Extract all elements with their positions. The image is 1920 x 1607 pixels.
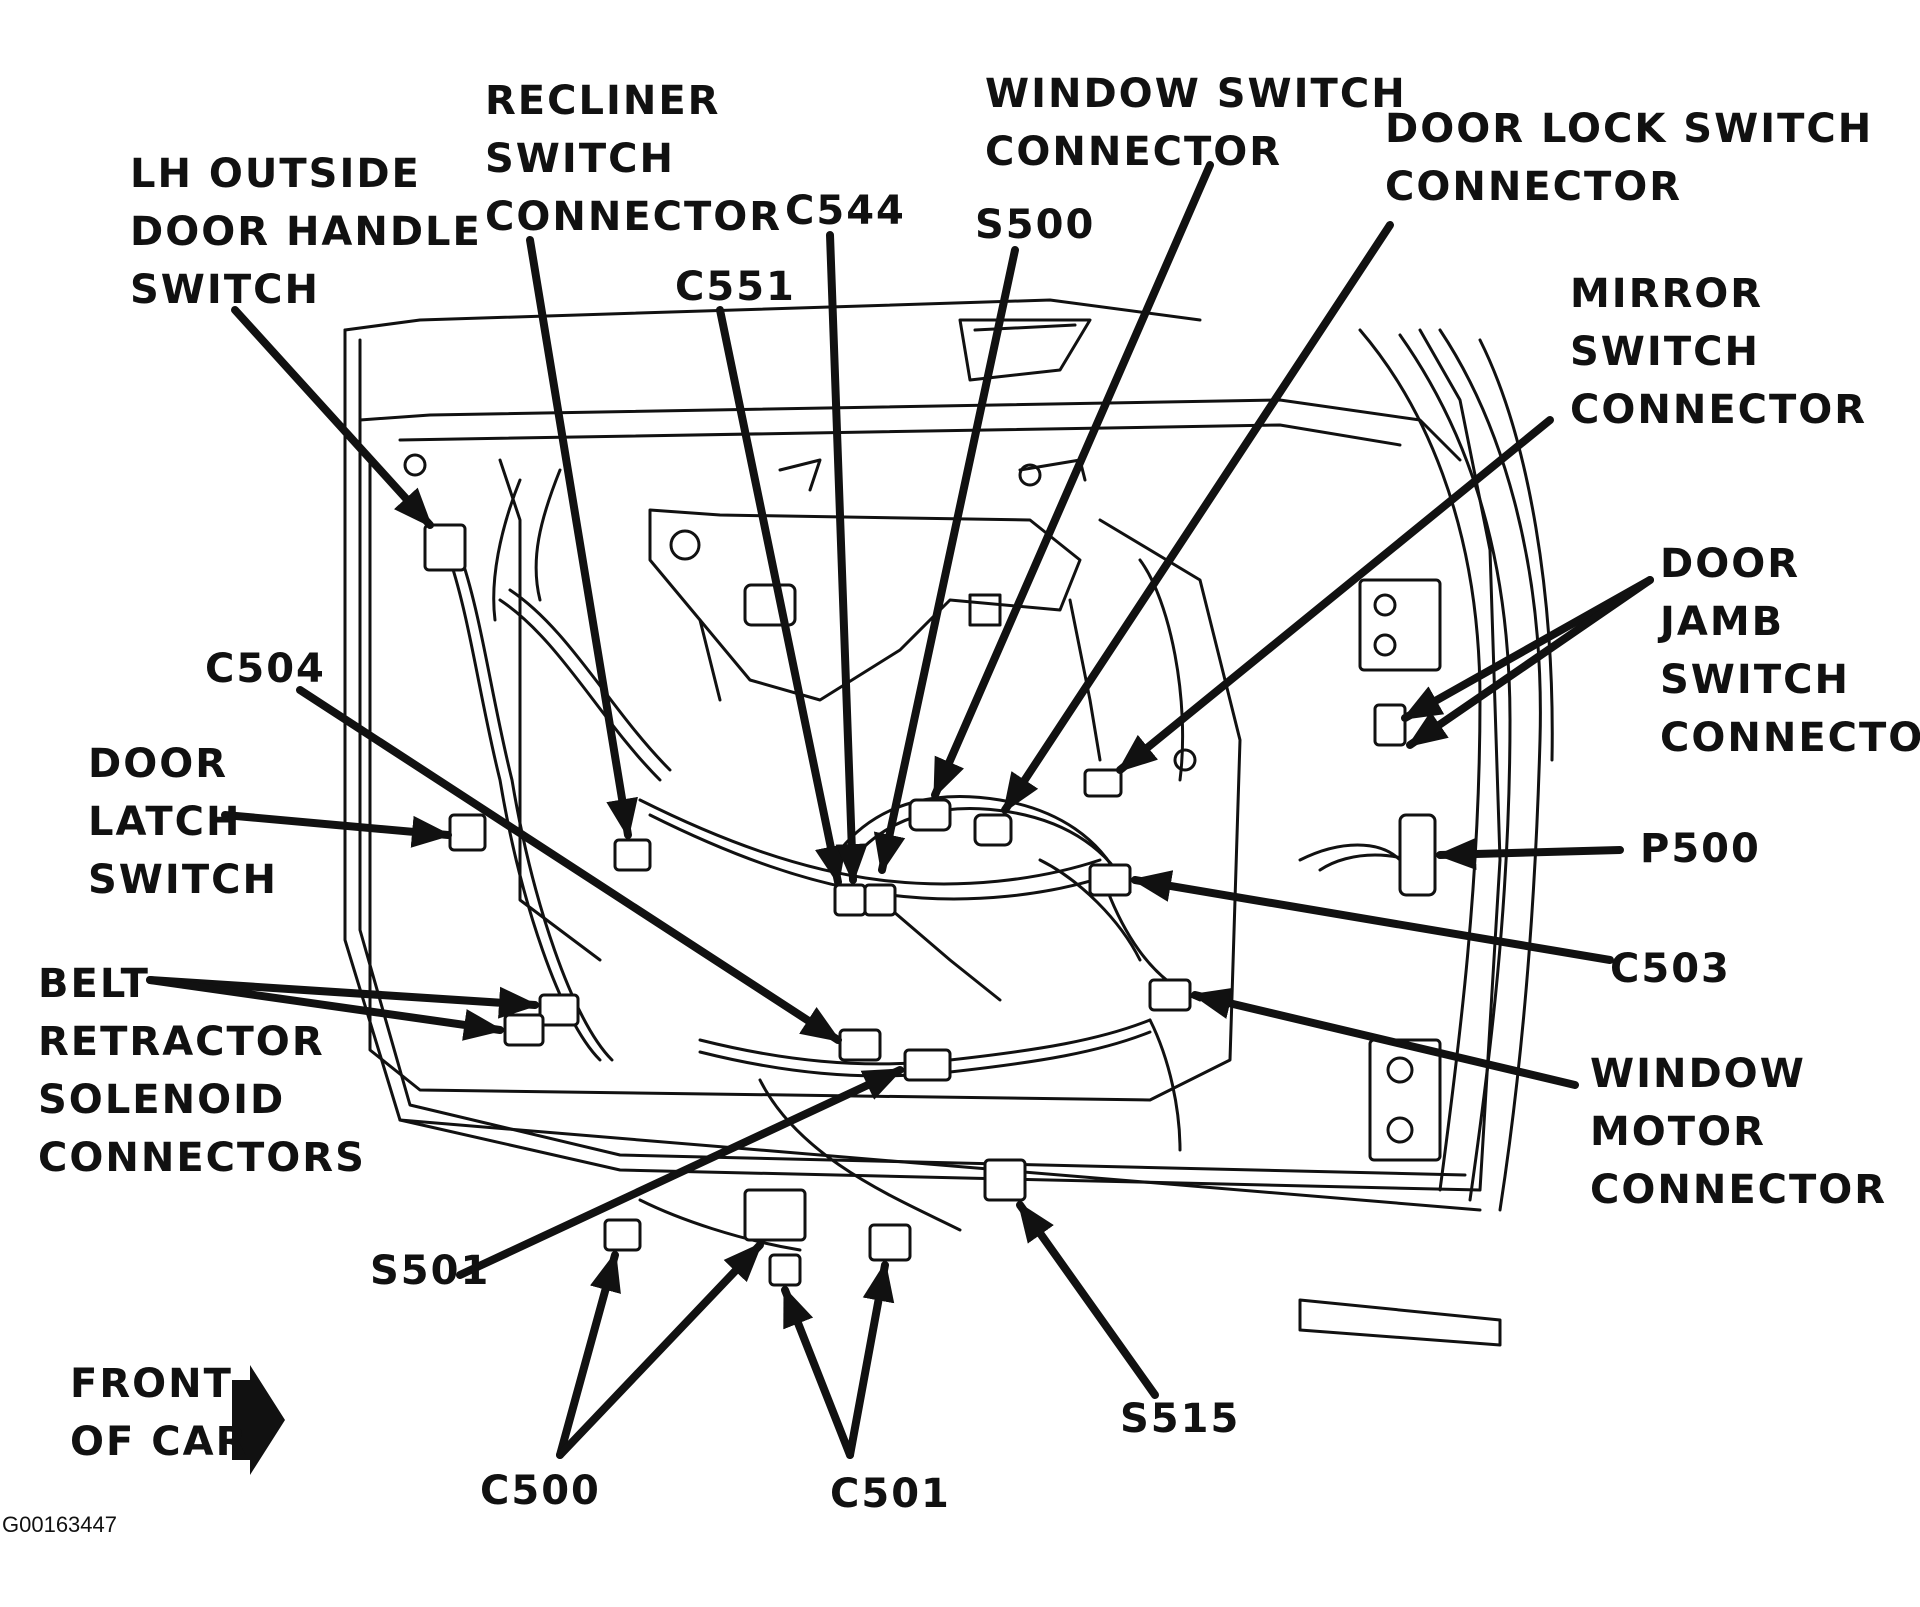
c503-connector — [1088, 863, 1132, 897]
label-s515: S515 — [1120, 1396, 1241, 1442]
arrow-c544 — [826, 231, 868, 884]
arrow-c500-1 — [556, 1251, 621, 1459]
arrow-p500 — [1436, 838, 1624, 870]
label-window-motor-connector: WINDOW MOTOR CONNECTOR — [1590, 1051, 1888, 1213]
label-p500: P500 — [1640, 826, 1761, 872]
label-mirror-switch-connector: MIRROR SWITCH CONNECTOR — [1570, 271, 1868, 433]
arrow-jamb-1 — [1401, 576, 1654, 722]
label-s500: S500 — [975, 202, 1096, 248]
door-latch-connector — [448, 813, 487, 852]
arrow-window-switch — [931, 161, 1214, 799]
arrow-c501-2 — [846, 1261, 895, 1459]
label-c501: C501 — [830, 1471, 951, 1517]
arrow-window-motor — [1191, 987, 1579, 1089]
label-belt-retractor-solenoid-connectors: BELT RETRACTOR SOLENOID CONNECTORS — [38, 961, 366, 1181]
door-jamb-connector — [1373, 703, 1407, 747]
arrow-c551 — [716, 306, 847, 886]
label-s501: S501 — [370, 1248, 491, 1294]
label-lh-outside-door-handle-switch: LH OUTSIDE DOOR HANDLE SWITCH — [130, 151, 482, 313]
arrow-lh-handle — [231, 306, 434, 529]
arrow-belt-1 — [146, 976, 539, 1019]
label-door-latch-switch: DOOR LATCH SWITCH — [88, 741, 278, 903]
arrow-belt-2 — [146, 976, 504, 1041]
door-lock-switch-connector — [973, 813, 1013, 847]
front-of-car-arrow-icon — [232, 1365, 285, 1475]
belt-retractor-connector-b — [503, 1013, 545, 1047]
c504-connector — [838, 1028, 882, 1062]
window-switch-connector — [908, 798, 952, 832]
c544-connector — [863, 883, 897, 917]
label-door-jamb-switch-connector: DOOR JAMB SWITCH CONNECTOR — [1660, 541, 1920, 761]
label-c504: C504 — [205, 646, 326, 692]
arrow-c500-2 — [556, 1241, 764, 1459]
mirror-switch-connector — [1083, 768, 1123, 798]
arrow-s515 — [1016, 1201, 1159, 1399]
label-window-switch-connector: WINDOW SWITCH CONNECTOR — [985, 71, 1407, 175]
arrow-mirror — [1116, 416, 1554, 774]
label-door-lock-switch-connector: DOOR LOCK SWITCH CONNECTOR — [1385, 106, 1874, 210]
c501-connector-b — [868, 1223, 912, 1262]
belt-retractor-connector-a — [538, 993, 580, 1027]
label-c551: C551 — [675, 264, 796, 310]
recliner-connector — [613, 838, 652, 872]
window-motor-connector — [1148, 978, 1192, 1012]
label-c500: C500 — [480, 1468, 601, 1514]
arrow-c503 — [1131, 870, 1614, 964]
arrow-door-lock — [1001, 221, 1394, 814]
c500-connector-b — [743, 1188, 807, 1242]
arrow-c504 — [296, 686, 842, 1044]
connectors — [423, 523, 1437, 1287]
arrow-recliner — [526, 236, 638, 839]
arrow-s501 — [456, 1066, 904, 1279]
leader-arrows — [146, 161, 1654, 1459]
label-recliner-switch-connector: RECLINER SWITCH CONNECTOR — [485, 78, 783, 240]
label-c544: C544 — [785, 188, 906, 234]
label-c503: C503 — [1610, 946, 1731, 992]
label-front-of-car: FRONT OF CAR — [70, 1361, 249, 1465]
c500-connector-a — [603, 1218, 642, 1252]
c504-bottom-connector — [903, 1048, 952, 1082]
figure-id: G00163447 — [2, 1512, 117, 1537]
arrow-c501-1 — [781, 1286, 854, 1459]
lh-door-handle-switch-connector — [423, 523, 467, 572]
p500-connector — [1398, 813, 1437, 897]
arrow-s500 — [873, 246, 1019, 874]
c551-connector — [833, 883, 867, 917]
c501-connector-a — [768, 1253, 802, 1287]
s515-connector — [983, 1158, 1027, 1202]
arrow-door-latch — [221, 811, 452, 848]
arrow-jamb-2 — [1406, 576, 1654, 749]
